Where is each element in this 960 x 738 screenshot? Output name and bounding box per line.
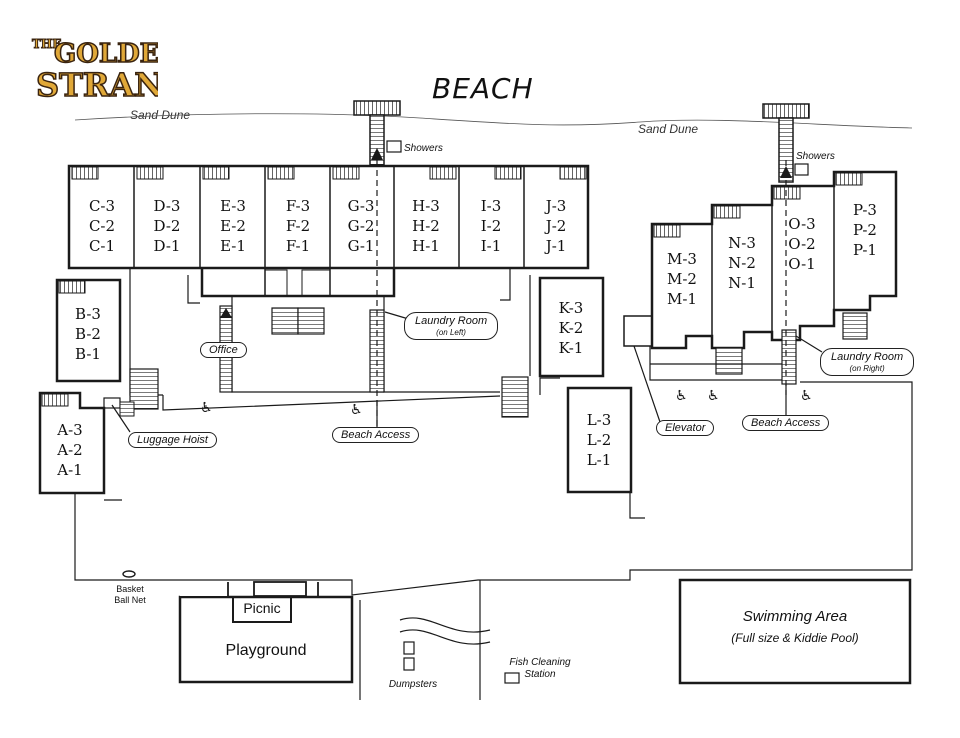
playground-label: Playground [225, 642, 307, 659]
building-l [566, 386, 633, 494]
walkway-platform-left [353, 100, 401, 116]
showers-label-left: Showers [404, 143, 443, 154]
dumpsters-label: Dumpsters [388, 679, 438, 690]
accessible-icon: ♿ [200, 400, 213, 416]
luggage-hoist-callout: Luggage Hoist [128, 432, 217, 448]
sand-dune-label-left: Sand Dune [130, 108, 191, 122]
showers-label-right: Showers [796, 151, 835, 162]
walkway-platform-right [762, 103, 810, 119]
showers-left [386, 140, 402, 153]
property-boundary [74, 381, 913, 596]
laundry-room-right-callout: Laundry Room(on Right) [820, 348, 915, 376]
sand-dune-line [74, 113, 913, 129]
accessible-icon: ♿ [800, 388, 813, 404]
building-b [55, 278, 122, 383]
arrow-up-icon [780, 166, 792, 178]
picnic-area [232, 596, 292, 623]
accessible-icon: ♿ [350, 402, 363, 418]
fish-cleaning-station [504, 672, 520, 684]
map-title: BEACH [432, 72, 534, 105]
building-k [538, 276, 605, 378]
beach-access-left-callout: Beach Access [332, 427, 420, 443]
basketball-hoop-icon [122, 570, 136, 578]
beach-access-right-callout: Beach Access [742, 415, 830, 431]
arrow-up-icon [371, 148, 383, 160]
elevator-callout: Elevator [656, 420, 715, 436]
accessible-icon: ♿ [707, 388, 720, 404]
dumpster-2 [403, 657, 415, 671]
picnic-label: Picnic [243, 600, 281, 616]
sand-dune-label-right: Sand Dune [638, 122, 699, 136]
arrow-up-icon [220, 308, 232, 318]
swimming-area-subtitle: (Full size & Kiddie Pool) [731, 631, 859, 645]
swimming-area-title: Swimming Area [742, 608, 848, 625]
building-c-j [67, 164, 590, 270]
laundry-room-left-callout: Laundry Room(on Left) [404, 312, 499, 340]
swimming-area [678, 578, 912, 685]
office-callout: Office [200, 342, 247, 358]
showers-right [794, 163, 809, 176]
logo-text-the: THE [32, 37, 61, 51]
dumpster-1 [403, 641, 415, 655]
elevator-shaft [623, 315, 653, 347]
accessible-icon: ♿ [675, 388, 688, 404]
